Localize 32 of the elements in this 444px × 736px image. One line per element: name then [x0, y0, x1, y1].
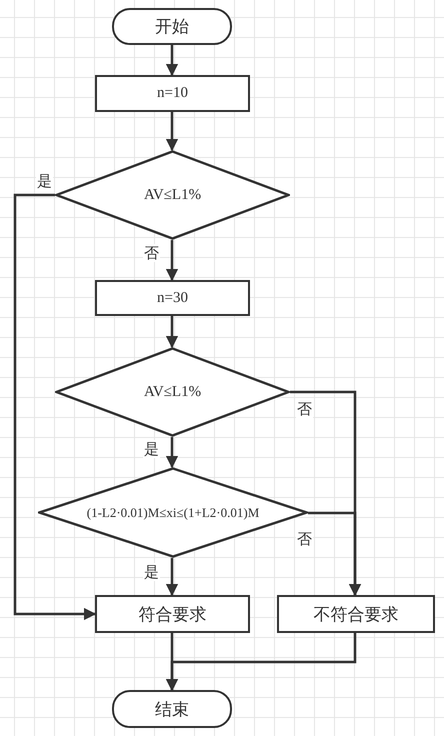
- arrow: [166, 240, 178, 282]
- process-box: [95, 280, 250, 316]
- process-box: [95, 595, 250, 633]
- node-text: 结束: [155, 698, 189, 720]
- arrow: [166, 112, 178, 152]
- terminal-box: [112, 8, 232, 45]
- node-text: n=10: [157, 85, 188, 102]
- node-text: 符合要求: [138, 604, 206, 626]
- arrow: [14, 194, 96, 620]
- process-box: [277, 595, 435, 633]
- arrow: [166, 437, 178, 468]
- node-text: 开始: [155, 16, 189, 38]
- edge-label: 是: [36, 172, 53, 190]
- process-box: [95, 75, 250, 112]
- edge-label: 否: [296, 400, 313, 418]
- node-text: AV≤L1%: [144, 186, 202, 204]
- arrow: [166, 558, 178, 596]
- edge-label: 是: [143, 563, 160, 581]
- node-text: n=30: [157, 290, 188, 306]
- terminal-box: [112, 690, 232, 728]
- node-text: (1-L2·0.01)M≤xi≤(1+L2·0.01)M: [86, 504, 260, 520]
- edge-label: 否: [143, 244, 160, 262]
- arrow: [166, 45, 178, 76]
- decision-diamond: [55, 347, 290, 437]
- arrow: [308, 512, 362, 596]
- arrow: [166, 633, 356, 692]
- edge-label: 是: [143, 440, 160, 458]
- node-text: AV≤L1%: [144, 384, 202, 400]
- arrow: [166, 316, 178, 348]
- edge-label: 否: [296, 530, 313, 548]
- decision-diamond: [55, 150, 290, 240]
- node-text: 不符合要求: [314, 604, 398, 626]
